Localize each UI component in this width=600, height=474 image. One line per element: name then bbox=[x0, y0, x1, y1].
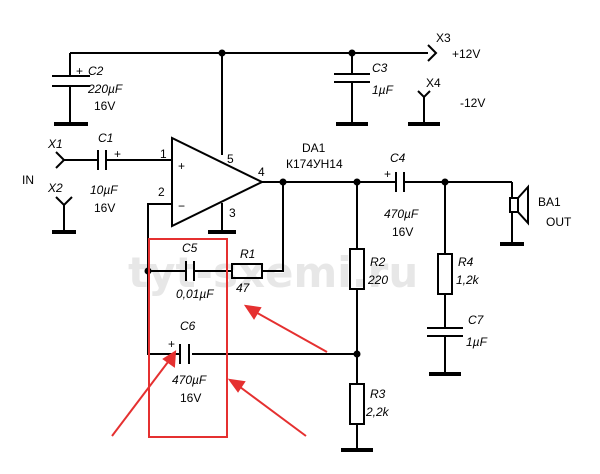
r3-value: 2,2k bbox=[365, 405, 390, 419]
c4-label: C4 bbox=[390, 151, 406, 165]
pin2-label: 2 bbox=[158, 185, 165, 199]
plus-label: + bbox=[114, 147, 121, 161]
pin1-label: 1 bbox=[160, 147, 167, 161]
minus-label: − bbox=[178, 199, 185, 213]
c7-label: C7 bbox=[468, 313, 485, 327]
c3-label: C3 bbox=[372, 61, 388, 75]
ba1-label: BA1 bbox=[538, 195, 561, 209]
c6-value: 470µF bbox=[172, 373, 207, 387]
opamp-da1 bbox=[171, 136, 265, 228]
terminal-x4 bbox=[408, 90, 440, 126]
junction-dot bbox=[279, 178, 287, 186]
c1-value: 10µF bbox=[90, 183, 118, 197]
da1-label: DA1 bbox=[302, 141, 326, 155]
resistor-r4 bbox=[437, 253, 453, 295]
out-label: OUT bbox=[546, 215, 572, 229]
plus-label: + bbox=[384, 167, 391, 181]
r2-label: R2 bbox=[370, 255, 386, 269]
c4-value: 470µF bbox=[384, 207, 419, 221]
arrow bbox=[227, 378, 307, 437]
terminal-x3 bbox=[427, 44, 438, 62]
arrow bbox=[111, 350, 177, 437]
watermark: tyt-sxemi.ru bbox=[128, 248, 418, 297]
arrow bbox=[243, 304, 328, 353]
in-label: IN bbox=[22, 173, 34, 187]
capacitor-c4 bbox=[395, 172, 405, 192]
r1-value: 47 bbox=[236, 281, 251, 295]
capacitor-c2 bbox=[52, 53, 90, 126]
x3-label: X3 bbox=[436, 31, 451, 45]
capacitor-c1 bbox=[97, 150, 107, 170]
r4-label: R4 bbox=[458, 255, 474, 269]
highlight-box bbox=[148, 238, 228, 438]
c1-label: C1 bbox=[98, 131, 113, 145]
pin4-label: 4 bbox=[258, 165, 265, 179]
r3-label: R3 bbox=[370, 387, 386, 401]
plus-label: + bbox=[168, 337, 175, 351]
capacitor-c7 bbox=[427, 327, 463, 376]
pin3-label: 3 bbox=[229, 206, 236, 220]
da1-part: К174УН14 bbox=[286, 157, 343, 171]
c5-value: 0,01µF bbox=[176, 287, 214, 301]
c3-value: 1µF bbox=[372, 83, 394, 97]
c6-voltage: 16V bbox=[180, 391, 201, 405]
c5-label: C5 bbox=[182, 241, 198, 255]
minus12-label: -12V bbox=[460, 96, 485, 110]
plus-label: + bbox=[76, 64, 83, 78]
x2-label: X2 bbox=[47, 181, 63, 195]
c2-label: C2 bbox=[88, 64, 104, 78]
capacitor-c3 bbox=[334, 49, 370, 126]
c2-voltage: 16V bbox=[94, 99, 115, 113]
resistor-r3 bbox=[349, 383, 365, 425]
r4-value: 1,2k bbox=[456, 273, 480, 287]
plus12-label: +12V bbox=[452, 47, 480, 61]
r2-value: 220 bbox=[367, 273, 388, 287]
plus-label: + bbox=[178, 159, 185, 173]
c6-label: C6 bbox=[180, 319, 196, 333]
x1-label: X1 bbox=[47, 137, 63, 151]
c1-voltage: 16V bbox=[94, 201, 115, 215]
pin5-label: 5 bbox=[227, 152, 234, 166]
c7-value: 1µF bbox=[466, 335, 488, 349]
c2-value: 220µF bbox=[87, 82, 123, 96]
terminal-x1 bbox=[55, 151, 66, 169]
r1-label: R1 bbox=[240, 247, 255, 261]
c4-voltage: 16V bbox=[392, 225, 413, 239]
x4-label: X4 bbox=[426, 76, 441, 90]
terminal-x2 bbox=[52, 196, 76, 234]
speaker-ba1 bbox=[500, 182, 529, 246]
capacitor-c6 bbox=[179, 344, 190, 364]
r1-output-wire bbox=[262, 182, 284, 272]
